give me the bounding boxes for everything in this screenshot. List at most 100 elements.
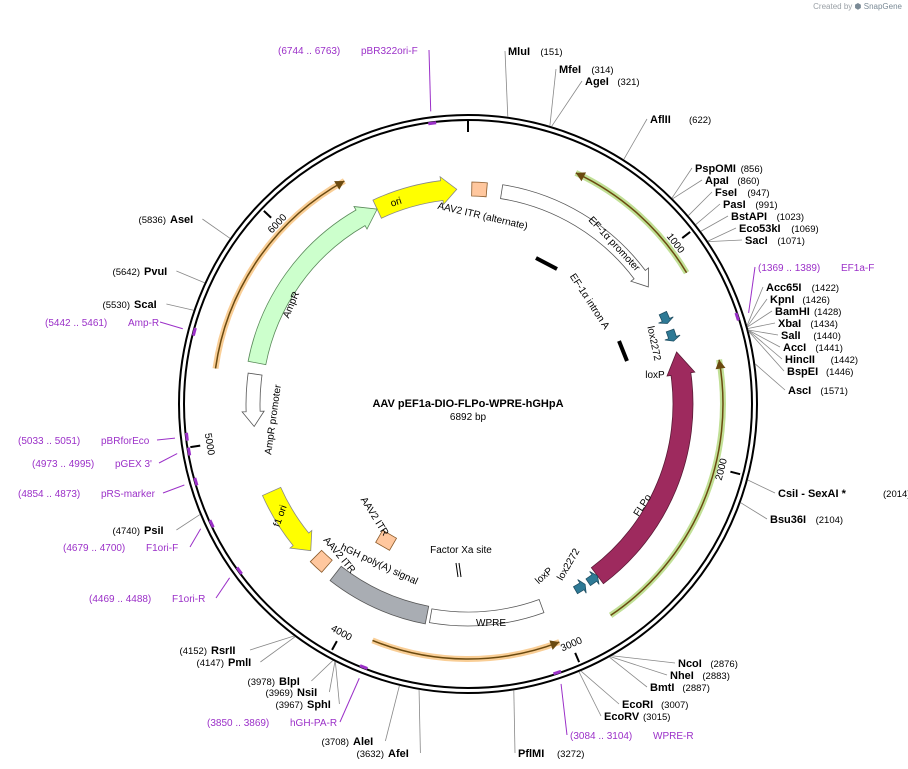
site-name: Eco53kI bbox=[739, 223, 781, 235]
site-name: AleI bbox=[353, 736, 373, 748]
site-name: PmlI bbox=[228, 657, 251, 669]
primer-range: (6744 .. 6763) bbox=[278, 46, 340, 57]
label-ef1a-intron: EF-1α intron A bbox=[567, 272, 611, 332]
site-name: NsiI bbox=[297, 687, 317, 699]
site-name: NheI bbox=[670, 670, 694, 682]
site-position: (856) bbox=[741, 164, 763, 175]
site-leader-line bbox=[329, 661, 336, 693]
primer-leader-line bbox=[215, 577, 231, 599]
site-position: (622) bbox=[689, 115, 711, 126]
site-leader-line bbox=[166, 303, 194, 311]
site-position: (3708) bbox=[322, 737, 349, 748]
primer-leader-line bbox=[748, 266, 756, 314]
site-name: ApaI bbox=[705, 175, 729, 187]
primer-leader-line bbox=[560, 683, 568, 736]
snapgene-logo-icon: ⬢ bbox=[854, 2, 862, 11]
site-position: (4740) bbox=[113, 526, 140, 537]
site-name: EcoRV bbox=[604, 711, 640, 723]
site-leader-line bbox=[551, 80, 583, 127]
site-name: SphI bbox=[307, 699, 331, 711]
primer-marker bbox=[359, 664, 368, 670]
site-position: (2876) bbox=[710, 659, 737, 670]
primer-bind-ef1a-arrowhead bbox=[575, 172, 587, 182]
site-position: (2104) bbox=[816, 515, 843, 526]
scale-tick-label: 4000 bbox=[329, 623, 354, 644]
site-leader-line bbox=[747, 310, 773, 328]
label-factor-xa: Factor Xa site bbox=[430, 545, 492, 556]
site-position: (947) bbox=[747, 188, 769, 199]
primer-range: (4854 .. 4873) bbox=[18, 489, 80, 500]
site-leader-line bbox=[754, 363, 786, 391]
primer-leader-line bbox=[159, 321, 183, 330]
site-leader-line bbox=[623, 118, 648, 160]
label-loxp-bottom: loxP bbox=[533, 565, 555, 586]
scale-tick bbox=[574, 652, 581, 663]
itr-alternate-feature bbox=[471, 181, 488, 198]
site-name: NcoI bbox=[678, 658, 702, 670]
backbone-outer-ring bbox=[178, 114, 758, 694]
credit-prefix: Created by bbox=[813, 2, 853, 11]
primer-name: pBRforEco bbox=[101, 436, 150, 447]
site-position: (151) bbox=[540, 47, 562, 58]
site-position: (5642) bbox=[113, 267, 140, 278]
scale-tick-label: 3000 bbox=[559, 635, 584, 654]
primer-bind-amp bbox=[214, 180, 345, 369]
site-leader-line bbox=[748, 329, 779, 336]
primer-range: (3850 .. 3869) bbox=[207, 718, 269, 729]
site-position: (3272) bbox=[557, 749, 584, 760]
site-leader-line bbox=[688, 191, 713, 216]
site-name: AgeI bbox=[585, 76, 609, 88]
site-name: BlpI bbox=[279, 676, 300, 688]
primer-range: (1369 .. 1389) bbox=[758, 263, 820, 274]
primer-marker bbox=[235, 566, 243, 575]
primer-bind-amp-arrowhead bbox=[334, 180, 345, 190]
site-name: SalI bbox=[781, 330, 801, 342]
scale-tick bbox=[730, 470, 741, 476]
site-leader-line bbox=[202, 218, 231, 239]
lox2272-bottom-feature bbox=[585, 571, 600, 587]
site-position: (1428) bbox=[814, 307, 841, 318]
primer-bind-hgh-arrowhead bbox=[549, 640, 560, 650]
site-leader-line bbox=[513, 690, 516, 754]
primer-leader-line bbox=[158, 453, 178, 464]
snapgene-credit: Created by ⬢ SnapGene bbox=[813, 2, 902, 11]
site-name: ScaI bbox=[134, 299, 157, 311]
primer-bind-amp-glow bbox=[212, 178, 346, 369]
site-position: (4147) bbox=[197, 658, 224, 669]
site-position: (1441) bbox=[815, 343, 842, 354]
site-name: BmtI bbox=[650, 682, 674, 694]
itr-2-feature bbox=[375, 529, 398, 551]
site-leader-line bbox=[578, 671, 602, 717]
site-leader-line bbox=[671, 167, 693, 199]
ef1a-intron-start-cap bbox=[535, 256, 558, 271]
site-leader-line bbox=[176, 514, 201, 531]
site-position: (5836) bbox=[139, 215, 166, 226]
primer-marker bbox=[428, 121, 437, 126]
primer-range: (3084 .. 3104) bbox=[570, 731, 632, 742]
site-leader-line bbox=[747, 479, 776, 494]
hgh-polya-feature bbox=[329, 565, 430, 625]
primer-bind-ef1a bbox=[575, 172, 688, 274]
site-position: (3632) bbox=[357, 749, 384, 760]
primer-marker bbox=[734, 312, 740, 321]
site-position: (1023) bbox=[777, 212, 804, 223]
site-leader-line bbox=[708, 239, 743, 242]
site-leader-lines bbox=[156, 49, 786, 754]
primer-marker bbox=[186, 447, 192, 456]
primer-name: WPRE-R bbox=[653, 731, 694, 742]
credit-brand: SnapGene bbox=[863, 2, 902, 11]
site-leader-line bbox=[747, 322, 776, 329]
site-leader-line bbox=[672, 179, 703, 199]
site-name: SacI bbox=[745, 235, 768, 247]
label-ampr-promoter: AmpR promoter bbox=[263, 383, 284, 455]
site-name: AflII bbox=[650, 114, 671, 126]
site-name: AccI bbox=[783, 342, 806, 354]
primer-range: (4469 .. 4488) bbox=[89, 594, 151, 605]
site-leader-line bbox=[249, 635, 295, 651]
f1-ori-feature bbox=[261, 486, 313, 552]
site-position: (3967) bbox=[276, 700, 303, 711]
scale-tick bbox=[331, 640, 338, 651]
factor-xa-mark-2 bbox=[458, 562, 462, 578]
plasmid-name: AAV pEF1a-DIO-FLPo-WPRE-hGHpA bbox=[372, 398, 563, 410]
site-name: AfeI bbox=[388, 748, 409, 760]
